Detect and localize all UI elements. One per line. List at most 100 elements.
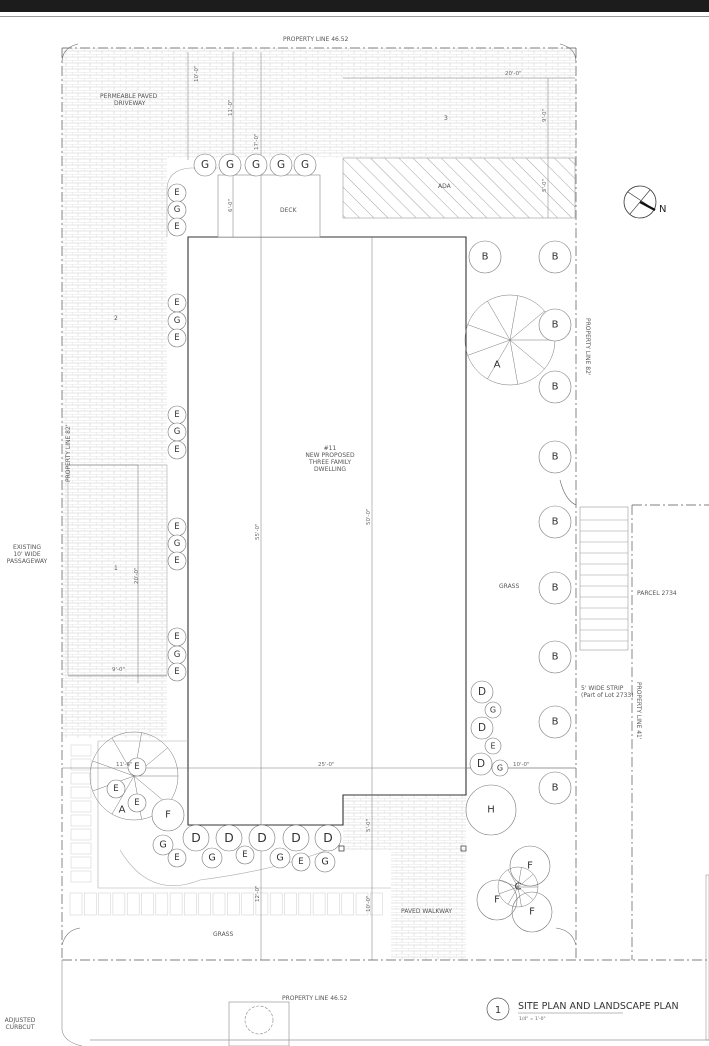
curbcut-label-1: ADJUSTED xyxy=(5,1017,36,1024)
strip-label-2: (Part of Lot 2733) xyxy=(581,692,634,699)
plant-b: B xyxy=(468,240,502,274)
plant-a: A xyxy=(494,360,501,371)
street-tree-icon xyxy=(244,1005,274,1035)
plant-tag: G xyxy=(226,159,234,171)
plant-tag: G xyxy=(490,706,496,715)
paver xyxy=(70,856,92,869)
plant-b: B xyxy=(538,771,572,805)
plant-circle xyxy=(538,571,572,605)
paver xyxy=(312,892,326,916)
plant-e: E xyxy=(127,757,147,777)
driveway-label-2: DRIVEWAY xyxy=(114,100,146,107)
plant-circle xyxy=(167,551,187,571)
plant-tag: E xyxy=(174,298,179,308)
curb-line xyxy=(61,960,709,1046)
plant-circle xyxy=(469,752,493,776)
plant-tag: G xyxy=(276,853,283,864)
plant-e: E xyxy=(167,293,187,313)
plant-g: G xyxy=(484,701,502,719)
plant-g: G xyxy=(152,834,174,856)
plant-f: F xyxy=(476,879,518,921)
plant-tag: E xyxy=(174,632,179,642)
dwelling-label-4: DWELLING xyxy=(314,466,346,473)
paver xyxy=(227,892,240,916)
paver-blocks xyxy=(69,744,383,916)
plant-circle xyxy=(167,217,187,237)
plant-tag: B xyxy=(552,517,559,528)
plant-tag: E xyxy=(113,784,118,794)
plant-tag: D xyxy=(478,722,486,734)
tree-spoke xyxy=(467,324,511,341)
tree-spoke xyxy=(92,760,135,777)
parking-2-label: 2 xyxy=(114,315,118,322)
plant-tag: G xyxy=(277,159,285,171)
plant-tag: B xyxy=(552,652,559,663)
plant-e: E xyxy=(167,517,187,537)
driveway-label: PERMEABLE PAVED xyxy=(100,93,158,100)
plant-e: E xyxy=(167,848,187,868)
dim-11: 11'-0" xyxy=(228,99,234,116)
plant-tag: G xyxy=(159,840,166,851)
plant-tag: G xyxy=(252,159,260,171)
paver xyxy=(70,814,92,827)
tree-spoke xyxy=(509,295,519,341)
plant-e: E xyxy=(235,845,255,865)
dim-10-right: 10'-0" xyxy=(513,762,530,768)
plant-e: E xyxy=(127,793,147,813)
property-line-41-label: PROPERTY LINE 41' xyxy=(635,682,642,740)
plant-circle xyxy=(244,153,268,177)
plant-circle xyxy=(484,701,502,719)
dim-20-top: 20'-0" xyxy=(505,71,522,77)
dwelling-label-3: THREE FAMILY xyxy=(308,459,351,466)
plant-e: E xyxy=(167,662,187,682)
post-left xyxy=(338,845,345,852)
plant-e: E xyxy=(167,217,187,237)
plant-b: B xyxy=(538,705,572,739)
tree-spoke xyxy=(499,886,519,895)
plant-b: B xyxy=(538,308,572,342)
plant-circle xyxy=(511,891,553,933)
dim-12: 12'-0" xyxy=(255,885,261,902)
plant-tag: B xyxy=(552,320,559,331)
plant-circle xyxy=(127,757,147,777)
plant-tag: G xyxy=(497,764,503,773)
plant-d: D xyxy=(282,824,310,852)
plant-g: G xyxy=(218,153,242,177)
plant-e: E xyxy=(167,627,187,647)
plant-tag: G xyxy=(174,539,181,549)
plant-circle xyxy=(282,824,310,852)
parking-3-label: 3 xyxy=(444,115,448,122)
plant-circle xyxy=(470,716,494,740)
plant-e: E xyxy=(484,737,502,755)
plant-circle xyxy=(476,879,518,921)
drawing-title: SITE PLAN AND LANDSCAPE PLAN xyxy=(518,1001,679,1012)
left-paving xyxy=(62,158,167,738)
plant-tag: G xyxy=(301,159,309,171)
plant-e: E xyxy=(167,183,187,203)
paver xyxy=(70,800,92,813)
plant-f: F xyxy=(151,798,185,832)
tree-spoke xyxy=(507,869,519,888)
passageway-label-1: EXISTING xyxy=(13,544,41,551)
north-label: N xyxy=(659,204,666,215)
paver xyxy=(341,892,354,916)
plant-tag: A xyxy=(494,360,501,371)
plant-tag: D xyxy=(323,831,333,845)
plant-d: D xyxy=(182,824,210,852)
plant-tag: E xyxy=(174,333,179,343)
plant-circle xyxy=(167,440,187,460)
paver xyxy=(155,892,169,916)
plant-b: B xyxy=(538,240,572,274)
plant-d: D xyxy=(469,752,493,776)
plant-tag: E xyxy=(174,222,179,232)
plant-circle xyxy=(167,328,187,348)
plant-g: G xyxy=(244,153,268,177)
plant-circle xyxy=(538,771,572,805)
plant-tag: G xyxy=(208,853,215,864)
plant-tag: C xyxy=(515,882,522,893)
plant-b: B xyxy=(538,370,572,404)
paver xyxy=(241,892,254,916)
post-right xyxy=(460,845,467,852)
plant-circle xyxy=(291,852,311,872)
